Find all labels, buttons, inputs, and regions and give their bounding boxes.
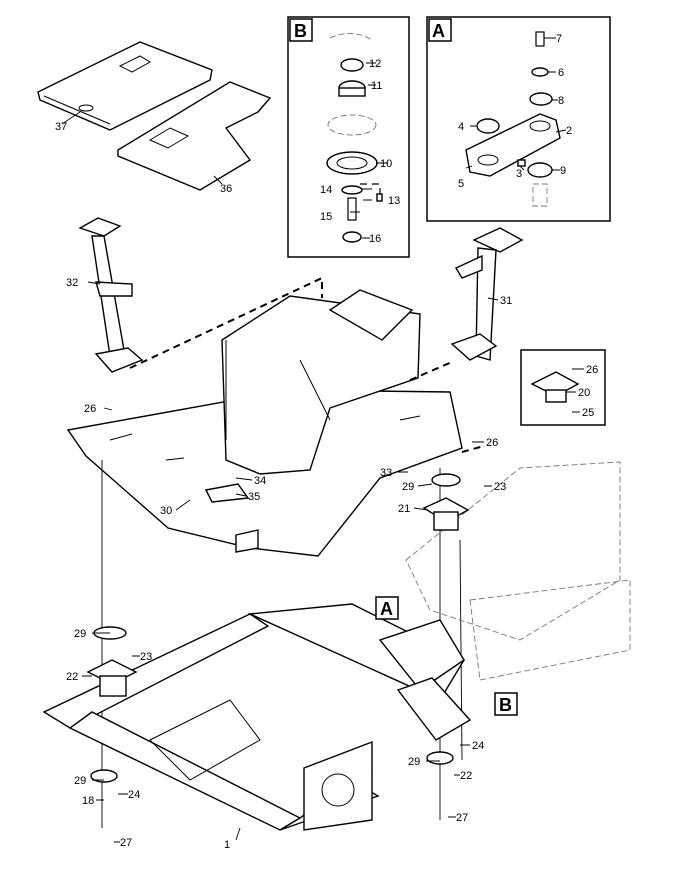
subframe-1 <box>42 461 631 831</box>
detail-box-b: B <box>287 16 410 258</box>
floor-mat-37 <box>37 41 213 131</box>
callout-10: 10 <box>380 158 392 170</box>
callout-29-b: 29 <box>74 628 86 640</box>
ref-box-a: A <box>375 596 399 620</box>
callout-35: 35 <box>248 491 260 503</box>
callout-33: 33 <box>380 467 392 479</box>
callout-12: 12 <box>369 58 381 70</box>
callout-20: 20 <box>578 387 590 399</box>
mount-22 <box>86 626 454 783</box>
callout-29-a: 29 <box>402 481 414 493</box>
callout-26-c: 26 <box>586 364 598 376</box>
callout-29-c: 29 <box>74 775 86 787</box>
svg-text:B: B <box>499 695 512 715</box>
detail-label-b: B <box>294 21 307 41</box>
detail-box-a: A <box>426 16 611 222</box>
callout-3: 3 <box>516 168 522 180</box>
floor-mat-36 <box>117 81 272 191</box>
callout-4: 4 <box>458 121 464 133</box>
callout-27-b: 27 <box>456 812 468 824</box>
callout-22-b: 22 <box>460 770 472 782</box>
callout-14: 14 <box>320 184 332 196</box>
callout-9: 9 <box>560 165 566 177</box>
callout-18: 18 <box>82 795 94 807</box>
callout-27-a: 27 <box>120 837 132 849</box>
callout-2: 2 <box>566 125 572 137</box>
callout-30: 30 <box>160 505 172 517</box>
callout-23-b: 23 <box>140 651 152 663</box>
callout-29-d: 29 <box>408 756 420 768</box>
callout-7: 7 <box>556 33 562 45</box>
callout-37: 37 <box>55 121 67 133</box>
bracket-32 <box>78 217 144 373</box>
callout-labels: 12 11 10 13 14 15 16 7 6 8 2 3 9 4 5 37 … <box>55 33 598 851</box>
callout-24-a: 24 <box>128 789 140 801</box>
callout-11: 11 <box>371 80 382 92</box>
callout-16: 16 <box>369 233 381 245</box>
mount-detail-box <box>520 349 606 426</box>
callout-leaders <box>61 37 584 843</box>
ref-box-b: B <box>494 692 518 716</box>
callout-34: 34 <box>254 475 266 487</box>
bracket-31 <box>450 227 524 361</box>
callout-23-a: 23 <box>494 481 506 493</box>
detail-label-a: A <box>432 21 445 41</box>
callout-8: 8 <box>558 95 564 107</box>
callout-36: 36 <box>220 183 232 195</box>
callout-22-a: 22 <box>66 671 78 683</box>
callout-26-b: 26 <box>486 437 498 449</box>
callout-5: 5 <box>458 178 464 190</box>
svg-text:A: A <box>380 599 393 619</box>
cab-floor-plate-30 <box>66 289 463 557</box>
callout-32: 32 <box>66 277 78 289</box>
mount-21 <box>422 473 470 531</box>
callout-21: 21 <box>398 503 410 515</box>
callout-15: 15 <box>320 211 332 223</box>
callout-1: 1 <box>224 839 230 851</box>
callout-24-b: 24 <box>472 740 484 752</box>
callout-25: 25 <box>582 407 594 419</box>
callout-26-a: 26 <box>84 403 96 415</box>
callout-6: 6 <box>558 67 564 79</box>
callout-13: 13 <box>388 195 400 207</box>
callout-31: 31 <box>500 295 512 307</box>
